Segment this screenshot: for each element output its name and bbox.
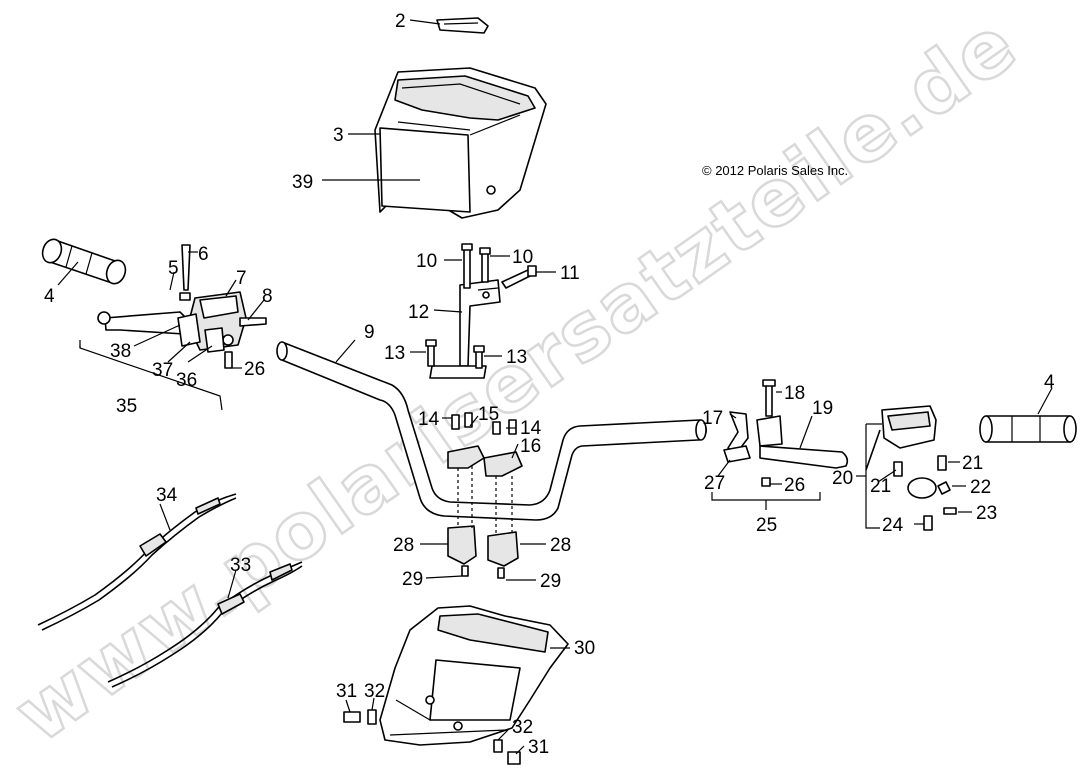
callout-24: 24: [882, 515, 904, 536]
callout-labels: 2 3 39 © 2012 Polaris Sales Inc. 4 6 5 7…: [44, 11, 1055, 758]
callout-10-b: 10: [512, 247, 533, 268]
callout-21-a: 21: [962, 453, 983, 474]
callout-32-b: 32: [512, 717, 533, 738]
callout-35: 35: [116, 396, 137, 417]
callout-31-b: 31: [528, 737, 549, 758]
callout-25: 25: [756, 515, 777, 536]
callout-15: 15: [478, 404, 499, 425]
callout-33: 33: [230, 555, 251, 576]
callout-7: 7: [236, 268, 247, 289]
part-bar-clamps: [447, 412, 523, 579]
callout-3: 3: [333, 125, 344, 146]
part-switch-housing: [865, 405, 957, 531]
part-throttle-lever: [723, 379, 849, 487]
callout-31-a: 31: [336, 681, 357, 702]
callout-14-a: 14: [418, 409, 440, 430]
callout-39: 39: [292, 172, 313, 193]
callout-11: 11: [560, 263, 580, 284]
callout-32-a: 32: [364, 681, 385, 702]
part-emblem: [436, 17, 489, 34]
copyright-notice: © 2012 Polaris Sales Inc.: [702, 163, 848, 178]
callout-26-right: 26: [784, 475, 805, 496]
callout-30: 30: [574, 638, 595, 659]
callout-13-a: 13: [384, 343, 405, 364]
callout-20: 20: [832, 468, 853, 489]
part-right-grip: [979, 415, 1077, 443]
callout-28-a: 28: [393, 535, 414, 556]
callout-17: 17: [702, 408, 723, 429]
callout-29-a: 29: [402, 569, 423, 590]
callout-2: 2: [395, 11, 406, 32]
callout-8: 8: [262, 286, 273, 307]
callout-21-b: 21: [870, 476, 891, 497]
callout-19: 19: [812, 398, 833, 419]
callout-27: 27: [704, 473, 725, 494]
part-headlight-pod: [374, 67, 547, 219]
callout-10-a: 10: [416, 251, 437, 272]
part-cables: [37, 493, 303, 688]
callout-23: 23: [976, 503, 997, 524]
part-riser: [425, 243, 537, 379]
callout-5: 5: [168, 258, 179, 279]
part-lower-pod: [343, 605, 569, 765]
callout-13-b: 13: [506, 347, 527, 368]
callout-28-b: 28: [550, 535, 571, 556]
callout-12: 12: [408, 302, 429, 323]
callout-22: 22: [970, 477, 991, 498]
part-brake-master-cylinder: [97, 244, 267, 369]
callout-9: 9: [364, 322, 375, 343]
callout-37: 37: [152, 360, 173, 381]
callout-4-right: 4: [1044, 372, 1055, 393]
callout-36: 36: [176, 370, 197, 391]
leader-lines: [57, 19, 1053, 755]
callout-26-left: 26: [244, 359, 265, 380]
callout-38: 38: [110, 341, 131, 362]
callout-6: 6: [198, 244, 209, 265]
callout-16: 16: [520, 436, 541, 457]
callout-14-b: 14: [520, 418, 542, 439]
callout-4-left: 4: [44, 286, 55, 307]
part-left-grip: [41, 238, 127, 285]
callout-34: 34: [156, 485, 178, 506]
callout-29-b: 29: [540, 571, 561, 592]
callout-18: 18: [784, 383, 805, 404]
